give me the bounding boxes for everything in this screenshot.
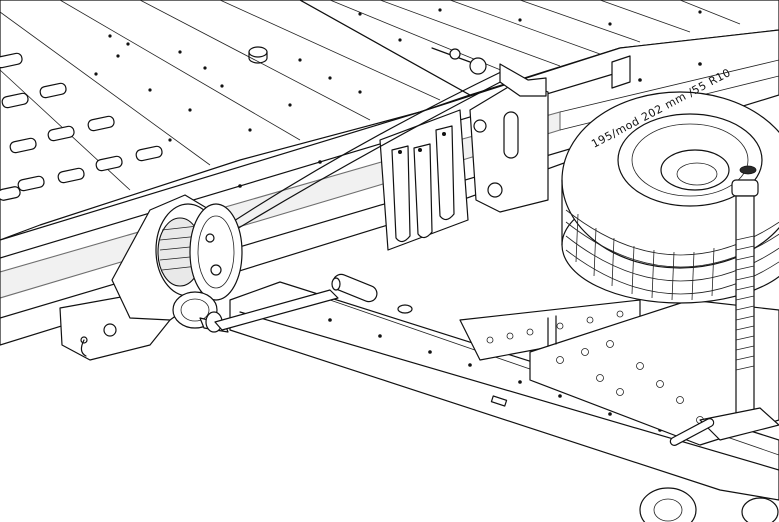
spare-wheel: 195/mod 202 mm /55 R10: [561, 66, 779, 304]
deck-slots: [0, 52, 163, 201]
hand-winch: [59, 194, 378, 361]
jockey-wheel: [639, 487, 779, 522]
winch-cable: [207, 47, 547, 245]
tilt-latch-assembly: [379, 79, 549, 251]
jockey-jack: [669, 165, 779, 446]
floor-deck: [0, 0, 471, 241]
